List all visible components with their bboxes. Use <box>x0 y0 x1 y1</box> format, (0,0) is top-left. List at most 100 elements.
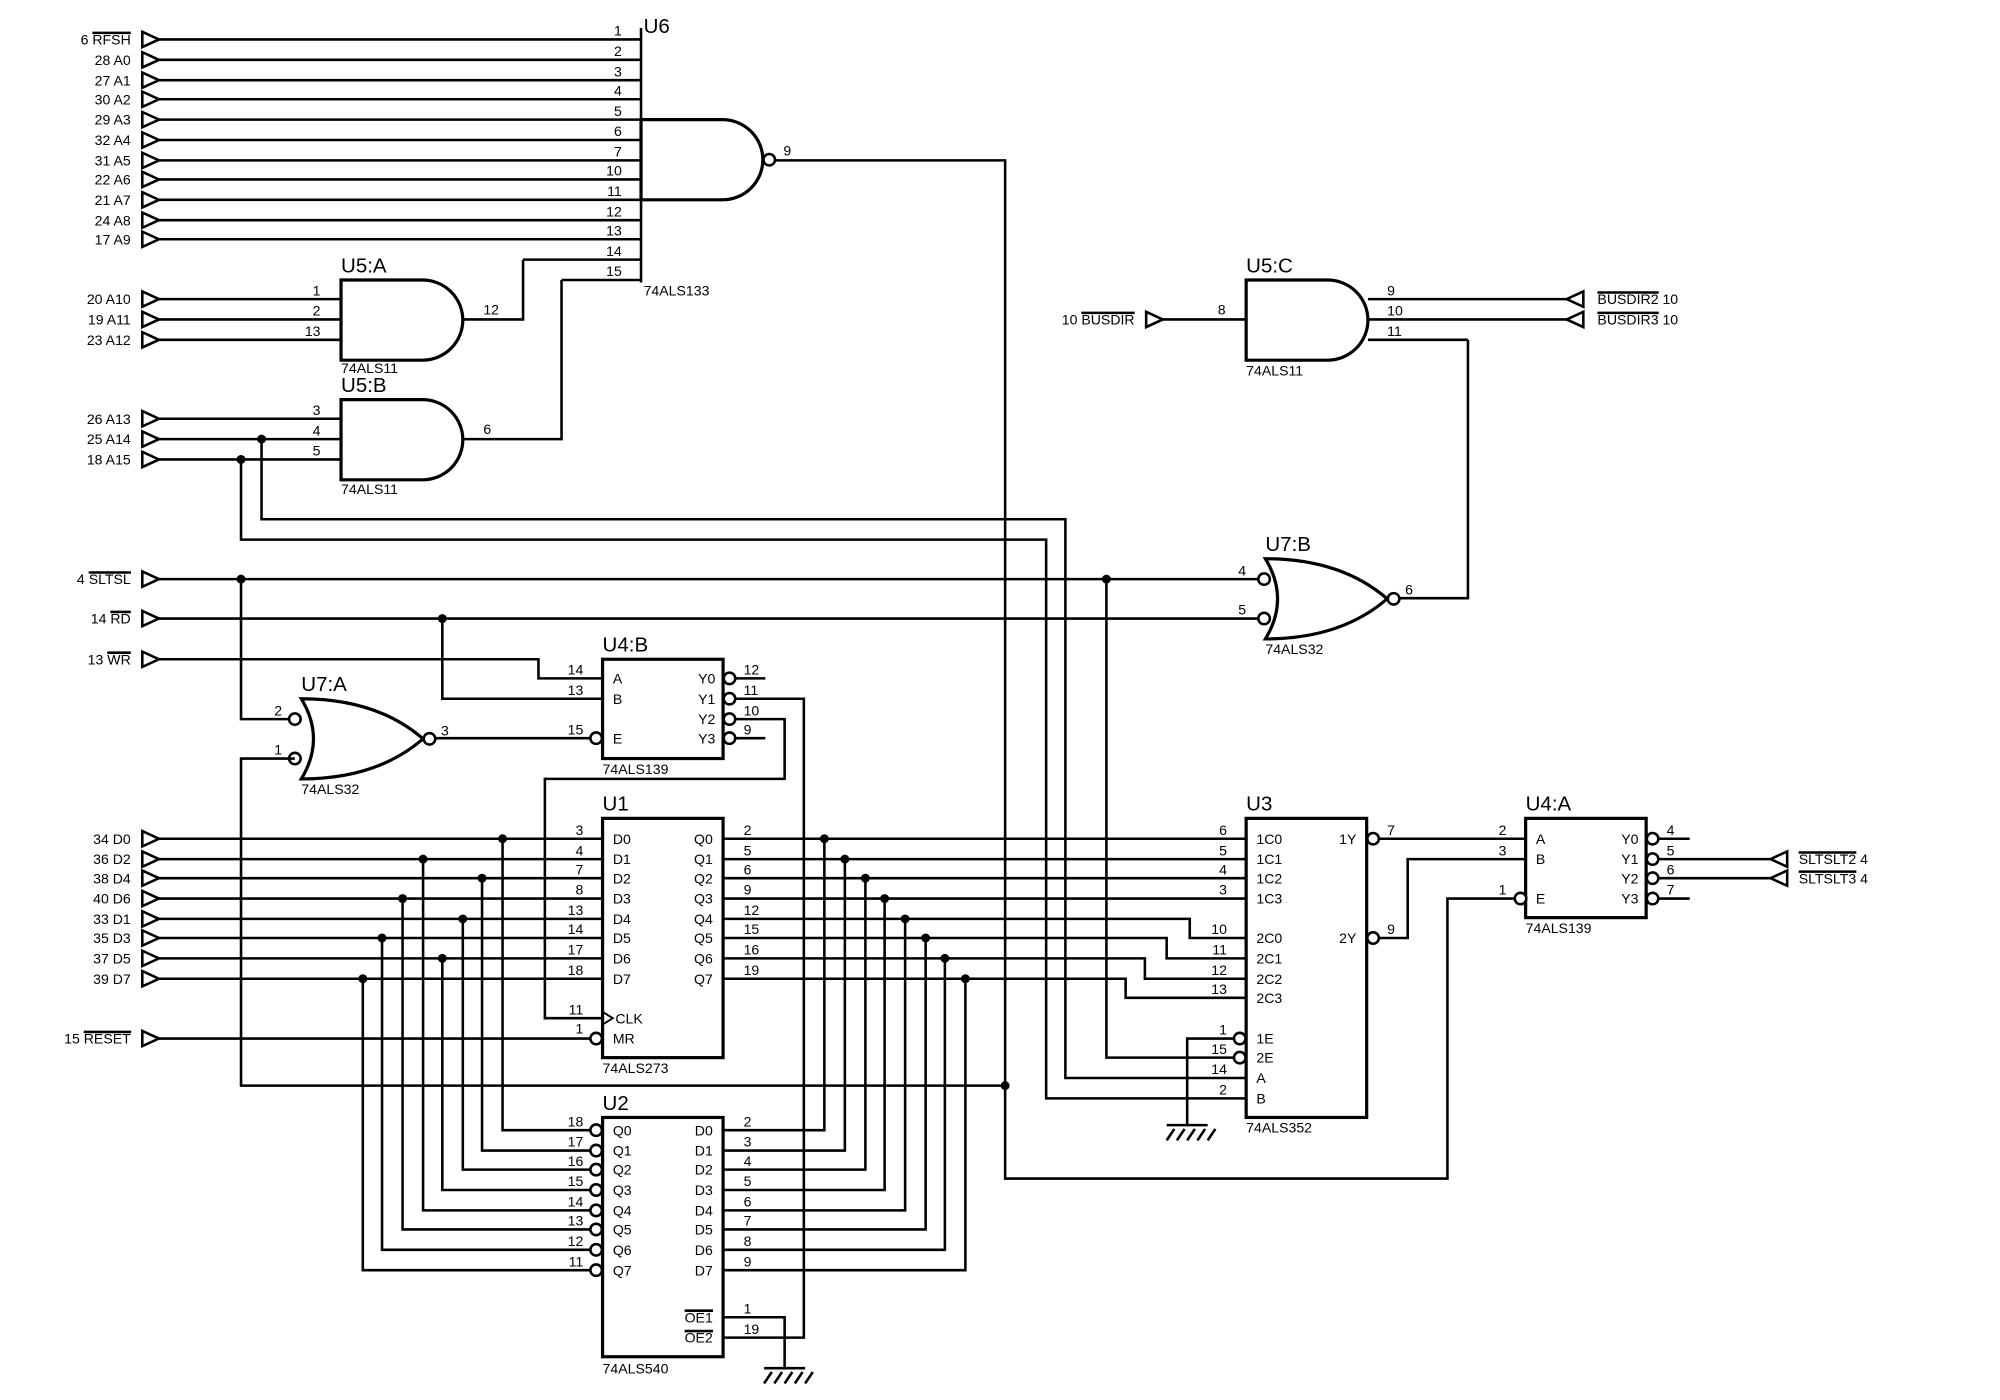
pin-label: B <box>1536 851 1545 867</box>
pin-label: A <box>1256 1070 1266 1086</box>
pin-number: 12 <box>744 662 760 678</box>
input-label-d0: 34 D0 <box>93 831 131 847</box>
pin-label: A <box>1536 831 1546 847</box>
pin-label: Y2 <box>698 711 715 727</box>
pin-number: 3 <box>575 822 583 838</box>
pin-number: 2 <box>1499 822 1507 838</box>
data-tap-wire <box>361 978 597 1272</box>
pin-label: 1C2 <box>1256 870 1282 886</box>
ground-hatch <box>804 1371 814 1385</box>
pin-label: D6 <box>613 951 631 967</box>
pin-number: 18 <box>568 962 584 978</box>
pin-label: D0 <box>613 831 631 847</box>
input-port-arrow <box>1563 289 1585 309</box>
pin-number: 11 <box>569 1253 584 1269</box>
u5b-part: 74ALS11 <box>341 481 398 497</box>
u7b-part: 74ALS32 <box>1265 641 1323 657</box>
a14-route <box>260 439 1266 1080</box>
u3-1e-ground-wire <box>1185 1037 1234 1126</box>
pin-label: Y1 <box>698 691 715 707</box>
inversion-bubble <box>1645 852 1660 867</box>
u5b-ref: U5:B <box>341 375 387 397</box>
pin-label: Y2 <box>1621 870 1638 886</box>
pin-number: 5 <box>1667 842 1675 858</box>
mux-2y-wire <box>1379 857 1526 940</box>
input-port-arrow <box>141 1028 163 1049</box>
readback-wire <box>723 918 907 1212</box>
ground-hatch <box>793 1371 804 1385</box>
inversion-bubble <box>1257 572 1272 587</box>
pin-label: 2C3 <box>1256 990 1282 1006</box>
clock-marker <box>601 1010 615 1027</box>
ground-hatch <box>783 1371 794 1385</box>
data-tap-wire <box>480 878 597 1152</box>
pin-number: 8 <box>1218 301 1226 317</box>
input-label-d1: 33 D1 <box>93 911 131 927</box>
pin-number: 1 <box>1219 1022 1227 1038</box>
pin-number: 2 <box>1219 1082 1227 1098</box>
u5c-ref: U5:C <box>1246 255 1293 277</box>
pin-number: 16 <box>744 942 760 958</box>
input-label-d5: 37 D5 <box>93 951 131 967</box>
u2-body <box>600 1115 725 1359</box>
pin-number: 13 <box>606 223 622 239</box>
readback-wire <box>723 978 967 1272</box>
pin-label: CLK <box>615 1010 643 1026</box>
u5b-output-wire <box>462 280 563 441</box>
pin-label: D3 <box>695 1182 713 1198</box>
input-port-arrow <box>141 169 163 190</box>
pin-label: 1C1 <box>1256 851 1282 867</box>
input-port-arrow <box>141 130 163 150</box>
input-label-d7: 39 D7 <box>93 971 131 987</box>
ground-hatch <box>1206 1128 1217 1142</box>
inversion-bubble <box>1645 871 1660 886</box>
u6-nand-gate <box>639 118 765 202</box>
u3-part: 74ALS352 <box>1246 1120 1312 1136</box>
input-label-d4: 38 D4 <box>93 870 131 886</box>
pin-label: Q3 <box>613 1182 632 1198</box>
pin-number: 4 <box>1219 861 1227 877</box>
u4b-y2-to-clk <box>543 717 786 1020</box>
pin-number: 9 <box>783 142 791 158</box>
inversion-bubble <box>589 1242 604 1257</box>
input-label-d6: 40 D6 <box>93 891 131 907</box>
pin-number: 14 <box>568 662 584 678</box>
pin-number: 5 <box>614 103 622 119</box>
pin-label: 1C0 <box>1256 831 1282 847</box>
pin-number: 14 <box>568 921 584 937</box>
pin-label: D5 <box>695 1222 713 1238</box>
input-label-a2: 30 A2 <box>95 91 131 107</box>
pin-number: 5 <box>313 443 321 459</box>
pin-label: Q6 <box>694 951 713 967</box>
pin-number: 7 <box>614 144 622 160</box>
pin-number: 3 <box>1499 842 1507 858</box>
pin-number: 5 <box>1219 842 1227 858</box>
input-port-arrow <box>1144 309 1166 330</box>
pin-label: E <box>1536 891 1545 907</box>
input-label-a1: 27 A1 <box>95 72 131 88</box>
pin-number: 3 <box>744 1134 752 1150</box>
inversion-bubble <box>1366 931 1381 945</box>
pin-label: Q2 <box>694 870 713 886</box>
pin-label: Q0 <box>613 1122 632 1138</box>
pin-label: 2E <box>1256 1050 1273 1066</box>
pin-label: 2C2 <box>1256 971 1282 987</box>
input-port-arrow <box>141 229 163 249</box>
u5a-and-gate <box>339 278 465 362</box>
u4a-ref: U4:A <box>1526 794 1572 816</box>
inversion-bubble <box>722 691 737 706</box>
readback-wire <box>723 958 947 1252</box>
pin-label: Q3 <box>694 891 713 907</box>
pin-number: 7 <box>1387 822 1395 838</box>
input-port-arrow <box>141 909 163 929</box>
pin-label: Y3 <box>1621 891 1638 907</box>
pin-number: 6 <box>483 421 491 437</box>
output-label-sltslt2: SLTSLT2 4 <box>1799 851 1868 867</box>
input-port-arrow <box>141 608 163 629</box>
data-tap-wire <box>401 898 597 1231</box>
input-port-arrow <box>141 89 163 109</box>
pin-label: Q2 <box>613 1162 632 1178</box>
pin-number: 6 <box>1405 581 1413 597</box>
input-port-arrow <box>141 829 163 849</box>
pin-number: 10 <box>1211 921 1227 937</box>
